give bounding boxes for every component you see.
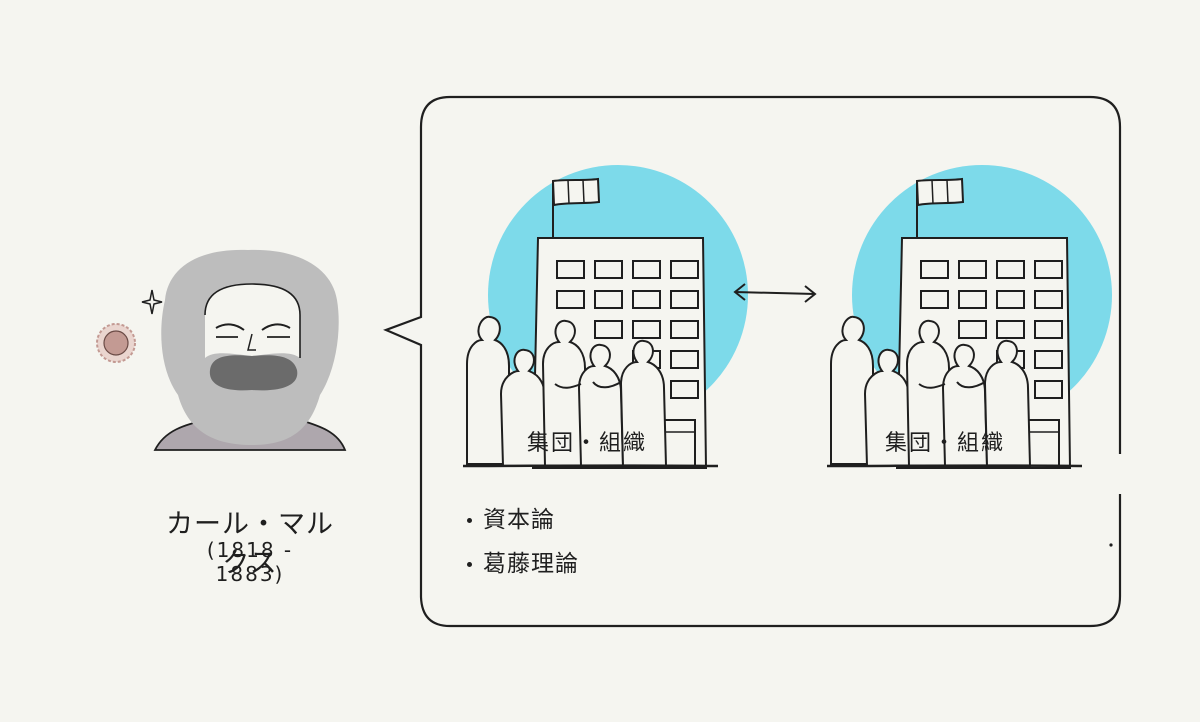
- badge-icon: [96, 323, 136, 363]
- org-label-right: 集団・組織: [884, 431, 1005, 456]
- marx-beard: [209, 355, 298, 391]
- sparkle-icon: [141, 289, 163, 315]
- double-arrow-icon: [733, 283, 817, 303]
- bullet-text: 葛藤理論: [483, 551, 579, 577]
- bullet-item-conflict-theory: 葛藤理論: [467, 547, 579, 591]
- bullet-text: 資本論: [483, 507, 555, 533]
- bullet-list: 資本論 葛藤理論: [467, 503, 579, 591]
- bullet-dot: [467, 518, 472, 523]
- stray-dot: [1109, 543, 1113, 547]
- bullet-item-das-kapital: 資本論: [467, 503, 579, 547]
- marx-portrait: [153, 249, 347, 451]
- marx-face: [205, 284, 300, 358]
- person-years: (1818 - 1883): [206, 538, 294, 586]
- org-label-left: 集団・組織: [526, 431, 647, 456]
- bullet-dot: [467, 562, 472, 567]
- person-name: カール・マルクス: [166, 509, 334, 579]
